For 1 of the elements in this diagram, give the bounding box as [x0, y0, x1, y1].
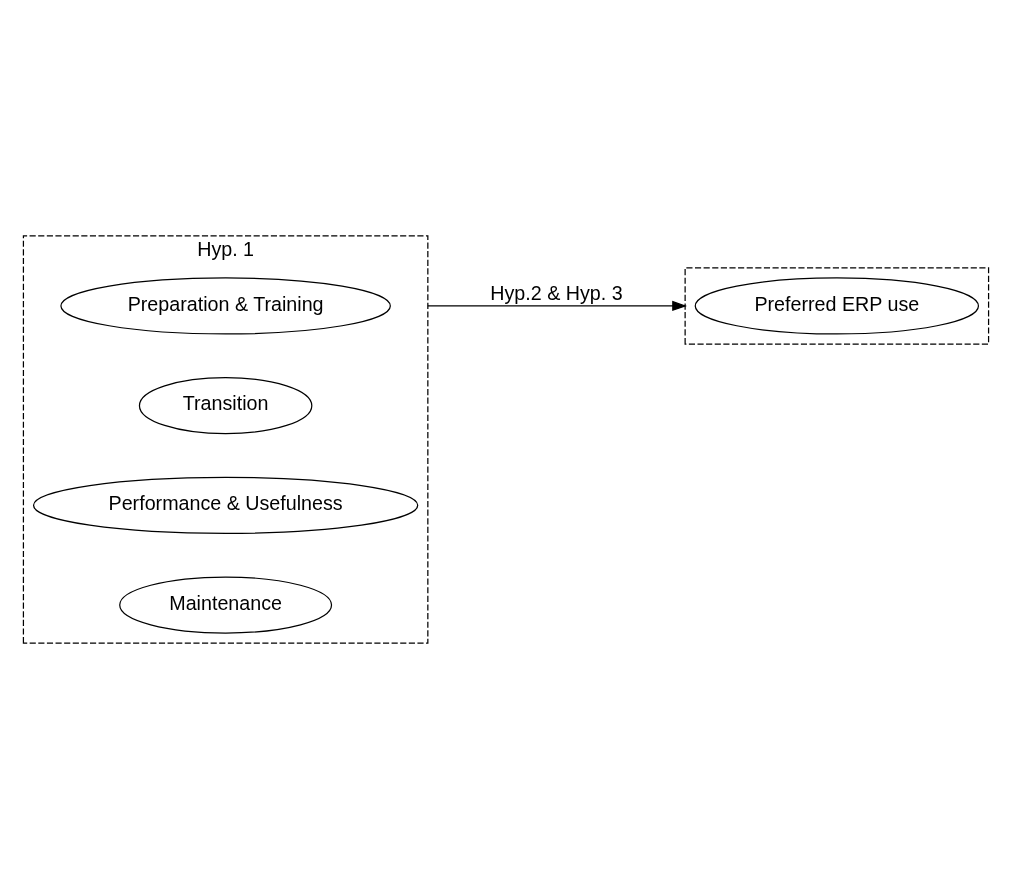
- edge-label: Hyp.2 & Hyp. 3: [490, 281, 623, 304]
